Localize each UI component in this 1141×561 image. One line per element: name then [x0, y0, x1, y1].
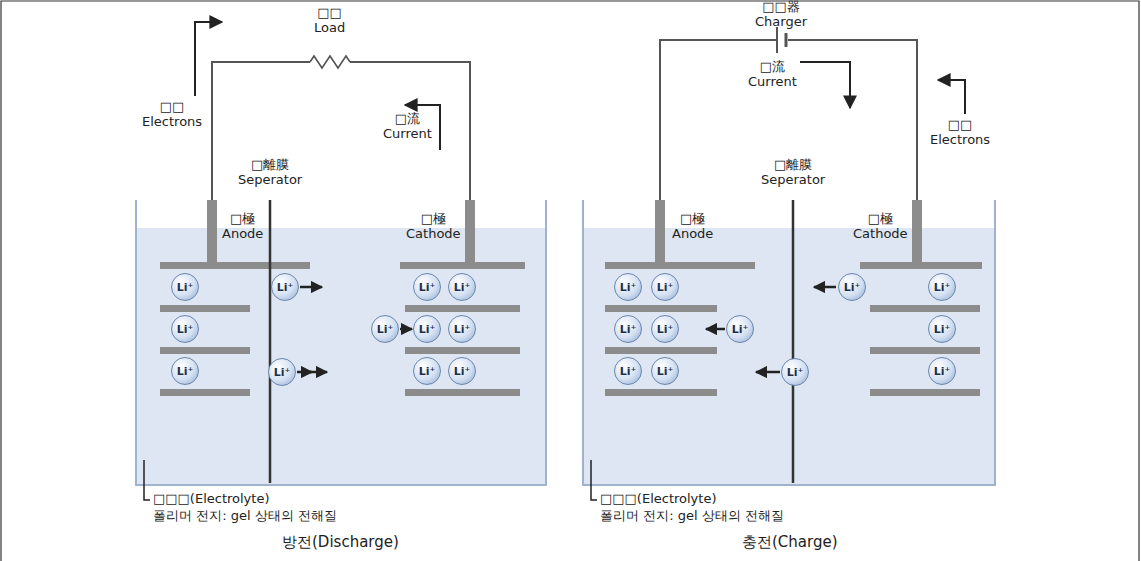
ion-text: Li⁺: [657, 281, 674, 294]
electrolyte-fill: [583, 228, 995, 485]
separator-label: □離膜 Seperator: [238, 158, 302, 188]
lithium-ion: Li⁺: [171, 273, 199, 301]
ion-text: Li⁺: [419, 323, 436, 336]
lithium-ion: Li⁺: [413, 357, 441, 385]
wire: [660, 40, 917, 200]
lithium-ion: Li⁺: [781, 358, 809, 386]
ion-text: Li⁺: [732, 323, 749, 336]
electrolyte-fill: [136, 228, 546, 485]
panel-title: 방전(Discharge): [282, 534, 399, 551]
tank: [136, 200, 546, 485]
anode-label: □極 Anode: [672, 212, 713, 242]
ion-text: Li⁺: [277, 281, 294, 294]
ion-arrows: [297, 287, 412, 372]
ion-text: Li⁺: [620, 323, 637, 336]
ion-text: Li⁺: [934, 323, 951, 336]
ion-text: Li⁺: [454, 281, 471, 294]
lithium-ion: Li⁺: [371, 315, 399, 343]
lithium-ion: Li⁺: [614, 315, 642, 343]
lithium-ion: Li⁺: [171, 357, 199, 385]
lithium-ion: Li⁺: [726, 315, 754, 343]
discharge-cell: [136, 22, 546, 500]
electron-arrow: [195, 22, 222, 96]
ion-text: Li⁺: [454, 365, 471, 378]
electrons-label: □□ Electrons: [142, 100, 202, 130]
ion-text: Li⁺: [934, 365, 951, 378]
lithium-ion: Li⁺: [171, 315, 199, 343]
leader-line: [144, 460, 150, 500]
lithium-ion: Li⁺: [448, 357, 476, 385]
lithium-ion: Li⁺: [413, 273, 441, 301]
electrolyte-note: 폴리머 전지: gel 상태의 전해질: [153, 509, 337, 524]
lithium-ion: Li⁺: [448, 315, 476, 343]
separator-label: □離膜 Seperator: [761, 158, 825, 188]
ion-text: Li⁺: [177, 365, 194, 378]
lithium-ion: Li⁺: [271, 273, 299, 301]
cathode-label: □極 Cathode: [853, 212, 908, 242]
lithium-ion: Li⁺: [651, 273, 679, 301]
resistor-symbol: [310, 56, 350, 68]
panel-title: 충전(Charge): [742, 534, 838, 551]
lithium-ion: Li⁺: [928, 273, 956, 301]
separator: [269, 200, 272, 483]
lithium-ion: Li⁺: [928, 357, 956, 385]
charge-cell: [583, 27, 995, 500]
ion-text: Li⁺: [844, 281, 861, 294]
current-arrow: [800, 62, 850, 108]
ion-arrows: [706, 287, 836, 372]
lithium-ion: Li⁺: [448, 273, 476, 301]
ion-text: Li⁺: [657, 365, 674, 378]
tank: [583, 200, 995, 485]
lithium-ion: Li⁺: [928, 315, 956, 343]
lithium-ion: Li⁺: [268, 358, 296, 386]
anode-electrode: [605, 200, 755, 396]
lithium-ion: Li⁺: [614, 273, 642, 301]
charger-symbol: [777, 27, 786, 53]
lithium-ion: Li⁺: [651, 357, 679, 385]
load-label: □□ Load: [314, 6, 345, 36]
ion-text: Li⁺: [454, 323, 471, 336]
ion-text: Li⁺: [419, 365, 436, 378]
anode-electrode: [160, 200, 310, 396]
lithium-ion: Li⁺: [651, 315, 679, 343]
current-label: □流 Current: [383, 112, 432, 142]
electrolyte-note: 폴리머 전지: gel 상태의 전해질: [600, 509, 784, 524]
charger-label: □□器 Charger: [755, 0, 807, 30]
cathode-label: □極 Cathode: [406, 212, 461, 242]
ion-text: Li⁺: [620, 281, 637, 294]
anode-label: □極 Anode: [222, 212, 263, 242]
electrolyte-label: □□□(Electrolyte): [600, 492, 716, 507]
ion-text: Li⁺: [620, 365, 637, 378]
ion-text: Li⁺: [419, 281, 436, 294]
electrons-label: □□ Electrons: [930, 118, 990, 148]
separator: [792, 200, 795, 483]
lithium-ion: Li⁺: [838, 273, 866, 301]
lithium-ion: Li⁺: [614, 357, 642, 385]
ion-text: Li⁺: [177, 281, 194, 294]
ion-text: Li⁺: [274, 366, 291, 379]
ion-text: Li⁺: [377, 323, 394, 336]
electrolyte-label: □□□(Electrolyte): [153, 492, 269, 507]
electron-arrow: [938, 80, 965, 114]
ion-text: Li⁺: [787, 366, 804, 379]
lithium-ion: Li⁺: [413, 315, 441, 343]
leader-line: [591, 460, 597, 500]
ion-text: Li⁺: [177, 323, 194, 336]
ion-text: Li⁺: [934, 281, 951, 294]
ion-text: Li⁺: [657, 323, 674, 336]
current-label: □流 Current: [748, 60, 797, 90]
wire: [212, 62, 470, 200]
cathode-electrode: [400, 200, 525, 396]
